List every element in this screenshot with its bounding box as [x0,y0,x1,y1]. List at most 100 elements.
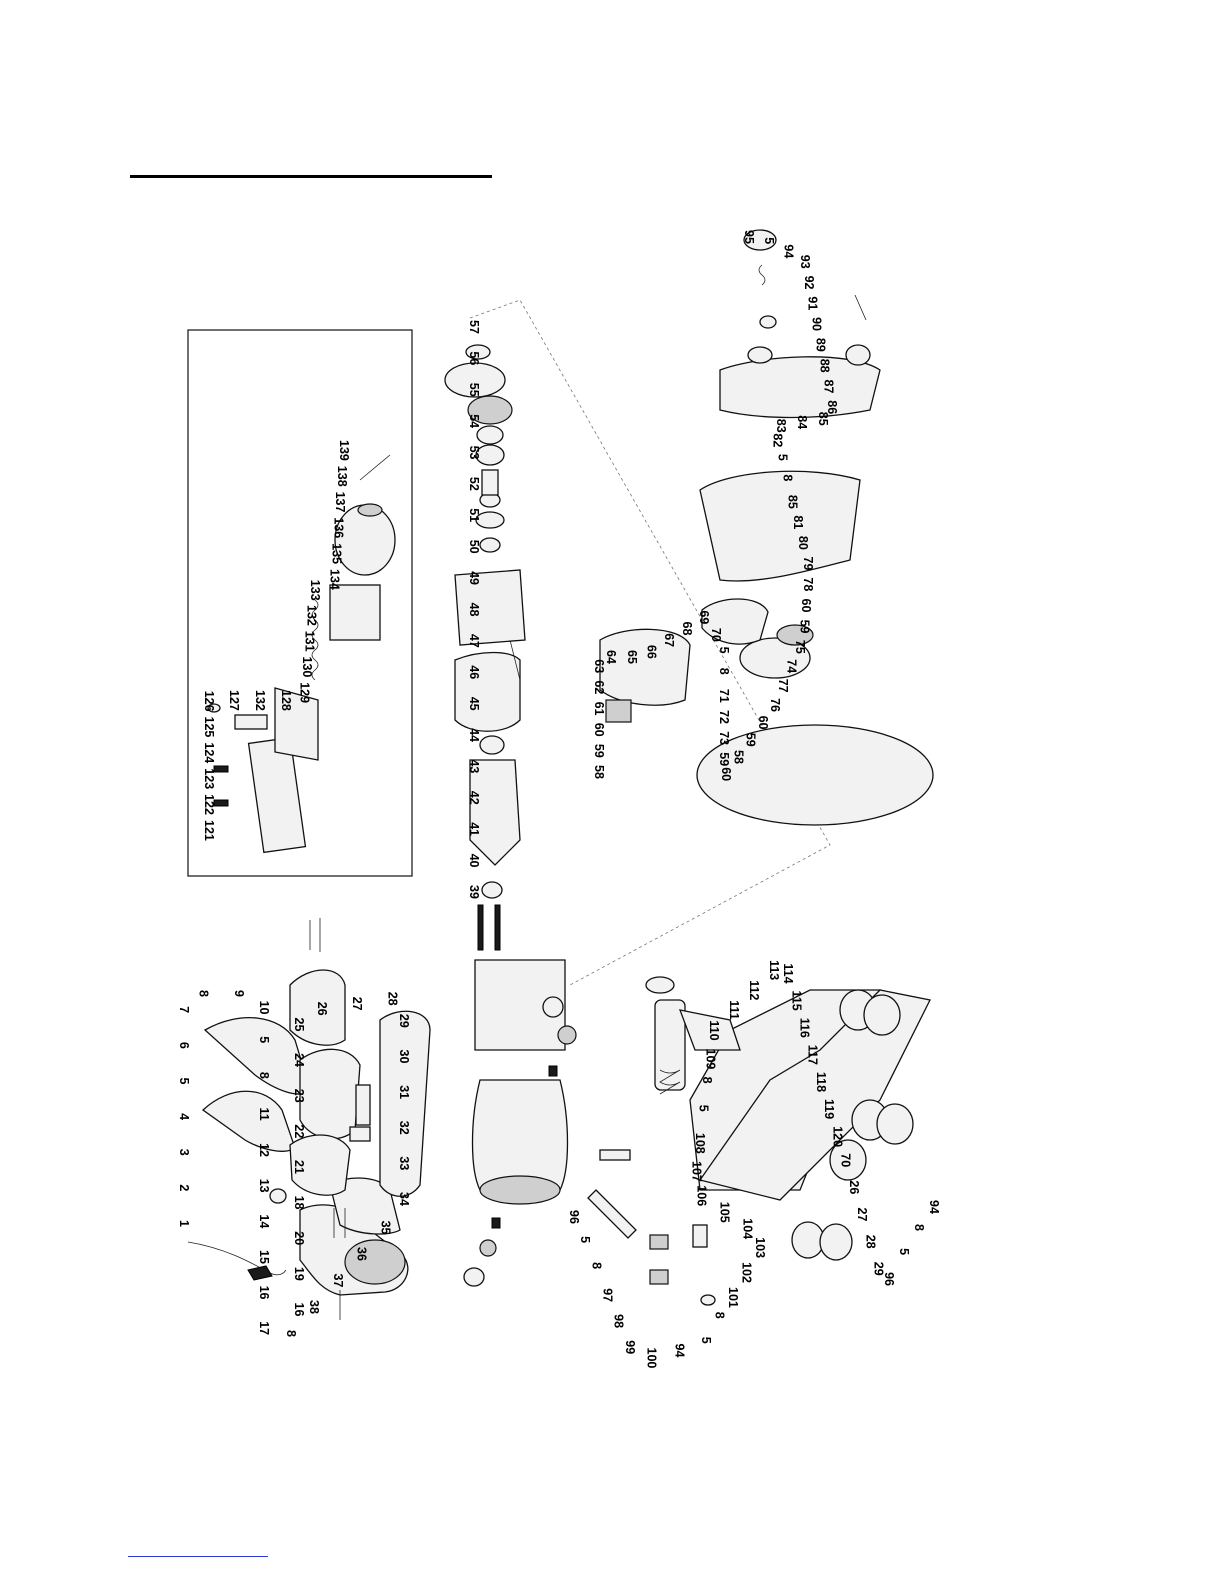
part-number-label: 58 [731,750,745,764]
part-number-label: 63 [592,659,606,673]
part-78 [696,724,934,826]
part-number-label: 58 [592,765,606,779]
part-number-label: 8 [257,1072,271,1079]
part-number-label: 8 [284,1330,298,1337]
part-number-label: 47 [467,634,481,648]
part-111 [659,1069,681,1095]
part-27 [479,1239,497,1257]
part-number-label: 120 [830,1126,844,1147]
part-number-label: 96 [567,1210,581,1224]
part-number-label: 26 [315,1002,329,1016]
part-number-label: 138 [335,466,349,487]
part-number-label: 108 [693,1133,707,1154]
brush-holders [463,996,577,1287]
part-number-label: 115 [789,991,803,1011]
part-number-label: 60 [756,716,770,730]
part-92 [854,294,867,321]
part-90 [759,315,777,329]
part-number-label: 39 [467,885,481,899]
part-number-label: 85 [786,495,800,509]
part-number-label: 75 [793,640,807,654]
part-113 [645,976,675,994]
footer-rule [128,1556,268,1557]
part-80 [776,624,814,646]
part-number-label: 55 [467,383,481,397]
part-number-label: 118 [814,1072,828,1092]
part-number-label: 86 [825,400,839,414]
part-number-label: 127 [227,690,241,711]
part-number-label: 52 [467,477,481,491]
part-49 [475,511,505,529]
motor-end-cap [479,1175,561,1205]
part-number-label: 31 [397,1085,411,1099]
part-number-label: 28 [385,992,399,1006]
part-52 [481,469,499,496]
part-number-label: 40 [467,854,481,868]
part-number-label: 83 [774,419,788,433]
part-number-label: 25 [292,1018,306,1032]
handle-grill [344,1239,406,1285]
part-27b [557,1025,577,1045]
part-number-label: 59 [798,620,812,634]
part-42 [454,651,521,732]
part-number-label: 80 [796,536,810,550]
part-4 [201,1090,296,1152]
part-6 [203,1017,311,1095]
part-number-label: 8 [912,1224,926,1231]
part-number-label: 8 [781,474,795,481]
part-number-label: 4 [177,1113,191,1120]
part-112 [654,999,686,1091]
part-139 [359,454,391,481]
part-number-label: 8 [700,1077,714,1084]
part-2 [269,1188,287,1204]
part-number-label: 79 [801,557,815,571]
part-number-label: 24 [292,1053,306,1067]
part-number-label: 29 [872,1262,886,1276]
part-21 [355,1084,371,1126]
part-number-label: 113 [767,960,781,980]
part-number-label: 8 [196,990,210,997]
part-number-label: 94 [927,1200,941,1214]
part-138 [357,503,383,517]
part-number-label: 30 [397,1050,411,1064]
part-number-label: 9 [232,990,246,997]
part-number-label: 137 [333,492,347,513]
part-number-label: 91 [806,296,820,310]
part-number-label: 95 [742,230,756,244]
part-122 [213,799,229,807]
part-88 [845,344,871,366]
part-79 [739,637,811,679]
part-35 [474,959,566,1051]
part-number-label: 119 [822,1099,836,1119]
part-number-label: 33 [397,1156,411,1170]
part-number-label: 5 [699,1337,713,1344]
part-87 [719,356,881,419]
base-plate [698,989,931,1201]
part-102 [700,1294,716,1306]
switch-handle-group [187,918,431,1320]
part-number-label: 27 [350,997,364,1011]
part-26b [542,996,564,1018]
part-number-label: 125 [202,717,216,738]
part-number-label: 123 [202,768,216,789]
part-number-label: 5 [897,1248,911,1255]
header-rule [130,175,492,178]
part-number-label: 43 [467,759,481,773]
part-number-label: 103 [753,1237,767,1258]
part-number-label: 122 [202,794,216,815]
part-number-label: 62 [592,680,606,694]
part-number-label: 133 [308,580,322,601]
part-number-label: 100 [645,1348,659,1369]
part-number-label: 117 [806,1045,820,1065]
part-24 [379,1010,431,1197]
part-125 [234,714,268,730]
part-number-label: 5 [717,647,731,654]
part-number-label: 82 [770,433,784,447]
part-number-label: 132 [253,690,267,711]
part-40 [469,759,521,866]
part-number-label: 59 [717,752,731,766]
part-number-label: 68 [680,622,694,636]
part-number-label: 66 [645,645,659,659]
part-number-label: 112 [747,980,761,1000]
part-number-label: 70 [709,628,723,642]
